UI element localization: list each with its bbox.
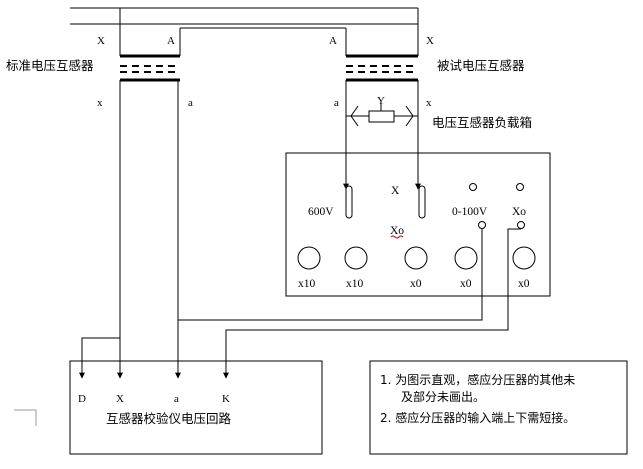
test-X-label: X (426, 35, 434, 47)
knob-label-4: x0 (460, 278, 472, 290)
load-box-title: 电压互感器负载箱 (432, 115, 532, 130)
terminal-Xo (517, 221, 525, 229)
test-A-label: A (329, 35, 337, 47)
note-1b: 及部分未画出。 (401, 389, 485, 404)
knob-1[interactable] (297, 246, 321, 270)
terminal-600v (345, 185, 353, 219)
divider-600v-label: 600V (308, 206, 334, 218)
knob-4[interactable] (454, 246, 478, 270)
knob-label-3: x0 (410, 278, 422, 290)
test-transformer-title: 被试电压互感器 (437, 58, 525, 73)
std-X-label: X (97, 35, 105, 47)
divider-Xo-right-label: Xo (512, 206, 526, 218)
terminal-X-label: X (116, 393, 124, 405)
knob-2[interactable] (344, 246, 368, 270)
terminal-X (418, 185, 426, 219)
knob-label-2: x10 (346, 278, 364, 290)
load-Y-label: Y (377, 95, 385, 107)
load-resistor (368, 110, 395, 123)
std-x-label: x (97, 97, 103, 109)
terminal-D-label: D (78, 393, 86, 405)
divider-X-label: X (391, 185, 400, 197)
knob-label-5: x0 (518, 278, 530, 290)
knob-5[interactable] (512, 246, 536, 270)
load-bracket-left (350, 105, 359, 127)
test-a-label: a (334, 97, 339, 109)
wire-X-to-D (79, 337, 120, 379)
notes-box (369, 360, 628, 455)
wire-0-100v-to-a (178, 229, 483, 321)
wire-Xo-to-K (223, 228, 521, 379)
knob-label-1: x10 (298, 278, 316, 290)
terminal-0-100v-top (469, 183, 477, 191)
terminal-Xo-top (516, 183, 524, 191)
divider-range-label: 0-100V (452, 206, 488, 218)
spellcheck-underline (390, 235, 404, 239)
std-a-label: a (188, 97, 193, 109)
divider-box (285, 152, 551, 297)
knob-3[interactable] (404, 246, 428, 270)
terminal-0-100v (478, 221, 486, 229)
calibrator-title: 互感器校验仪电压回路 (106, 411, 232, 426)
terminal-a-label: a (174, 393, 179, 405)
corner-mark (14, 409, 37, 426)
test-x-label: x (426, 97, 432, 109)
load-bracket-right (405, 105, 414, 127)
divider-Xo-mid-label: Xo (390, 225, 404, 237)
note-1a: 1. 为图示直观，感应分压器的其他未 (380, 372, 575, 387)
std-transformer-title: 标准电压互感器 (6, 58, 94, 73)
note-2: 2. 感应分压器的输入端上下需短接。 (380, 410, 575, 425)
terminal-K-label: K (222, 393, 230, 405)
calibrator-box (69, 360, 323, 455)
std-A-label: A (167, 35, 175, 47)
